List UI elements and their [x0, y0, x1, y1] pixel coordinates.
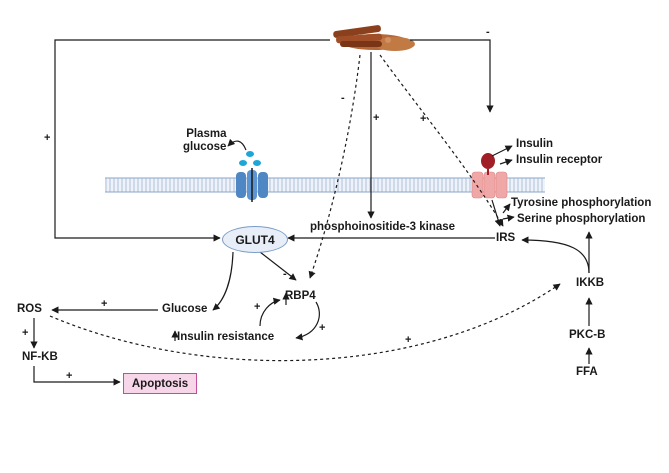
arrow-nfkb-to-apoptosis [33, 366, 121, 386]
cell-membrane [105, 177, 545, 193]
plasma-glucose-line1: Plasma [186, 128, 227, 140]
arrow-ikkb-to-irs [521, 236, 590, 274]
pkcb-label: PKC-B [569, 329, 606, 341]
plasma-glucose-line2: glucose [183, 141, 227, 154]
apoptosis-node: Apoptosis [123, 373, 197, 394]
sign-minus-insulin: - [486, 26, 490, 38]
ros-label: ROS [17, 303, 42, 315]
arrow-glut4-to-rbp4 [259, 251, 297, 281]
sign-plus-ir-rbp4: + [254, 301, 261, 313]
irs-label: IRS [496, 232, 516, 244]
serine-phosphorylation-label: Serine phosphorylation [517, 213, 646, 225]
glut4-channel-icon [236, 168, 268, 202]
arrow-to-serine [502, 214, 515, 222]
sign-minus-rbp4: - [341, 92, 345, 104]
sign-plus-ikkb: + [405, 334, 412, 346]
sign-plus-nfkb: + [22, 327, 29, 339]
arrow-ir-to-rbp4 [259, 297, 281, 327]
sign-plus-left-loop: + [44, 132, 51, 144]
plasma-glucose-label: Plasma glucose [183, 128, 226, 154]
dashed-ros-to-ikkb [49, 283, 561, 362]
insulin-receptor-label: Insulin receptor [516, 154, 603, 166]
arrow-to-tyrosine [502, 203, 511, 214]
dashed-cinnamon-to-rbp4 [308, 54, 361, 279]
insulin-label: Insulin [516, 138, 554, 150]
arrow-receptor-to-irs [491, 199, 502, 227]
dashed-arrows [49, 54, 561, 362]
glucose-molecules-icon [239, 151, 261, 166]
nfkb-label: NF-KB [22, 351, 58, 363]
arrow-to-plasma-glucose [227, 138, 247, 151]
arrow-glut4-to-glucose [212, 251, 234, 311]
arrow-cinnamon-to-glut4 [54, 39, 330, 242]
ikkb-label: IKKB [576, 277, 605, 289]
sign-plus-irs: + [420, 113, 427, 125]
arrow-to-insulin-label [491, 145, 513, 157]
glucose-label: Glucose [162, 303, 208, 315]
pi3k-label: phosphoinositide-3 kinase [310, 221, 456, 233]
insulin-receptor-icon [471, 171, 508, 199]
sign-minus-glut4-rbp4: - [283, 268, 287, 280]
sign-plus-apoptosis: + [66, 370, 73, 382]
sign-plus-ros: + [101, 298, 108, 310]
arrow-to-receptor-label [499, 158, 513, 166]
cinnamon-image [333, 25, 415, 51]
arrow-cinnamon-to-insulin [410, 39, 494, 113]
sign-plus-pi3k: + [373, 112, 380, 124]
tyrosine-phosphorylation-label: Tyrosine phosphorylation [511, 197, 652, 209]
rbp4-label: RBP4 [285, 290, 316, 302]
ffa-label: FFA [576, 366, 598, 378]
insulin-molecule-icon [481, 153, 495, 175]
dashed-cinnamon-to-irs [379, 54, 504, 227]
pathway-arrows [30, 39, 593, 386]
arrow-rbp4-to-ir [295, 301, 320, 341]
glut4-node: GLUT4 [222, 226, 288, 253]
insulin-resistance-label: Insulin resistance [177, 331, 275, 343]
sign-plus-rbp4-ir: + [319, 322, 326, 334]
